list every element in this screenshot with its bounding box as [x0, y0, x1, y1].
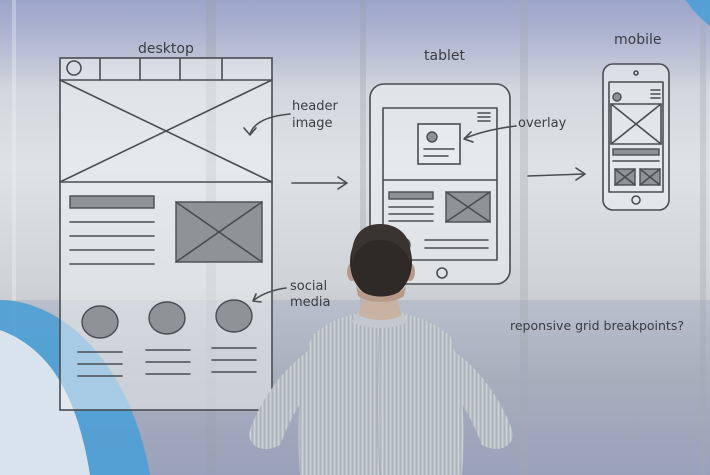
- label-social-line1: social: [290, 279, 327, 294]
- desktop-wireframe: [59, 57, 273, 411]
- arrow-tablet-to-mobile: [527, 173, 585, 177]
- label-social-line2: media: [290, 295, 331, 310]
- social-media-arrow: [253, 287, 287, 301]
- label-desktop: desktop: [138, 41, 194, 57]
- label-overlay: overlay: [518, 116, 567, 131]
- header-image-arrow: [249, 113, 291, 135]
- corner-accent-shape: [686, 0, 710, 26]
- label-mobile: mobile: [614, 32, 661, 48]
- man-silhouette: [249, 224, 513, 475]
- label-header-line1: header: [292, 99, 338, 114]
- label-header-line2: image: [292, 116, 333, 131]
- label-tablet: tablet: [424, 48, 465, 64]
- overlay-arrow: [465, 125, 517, 139]
- mobile-wireframe: [602, 63, 670, 211]
- label-question: reponsive grid breakpoints?: [510, 318, 684, 333]
